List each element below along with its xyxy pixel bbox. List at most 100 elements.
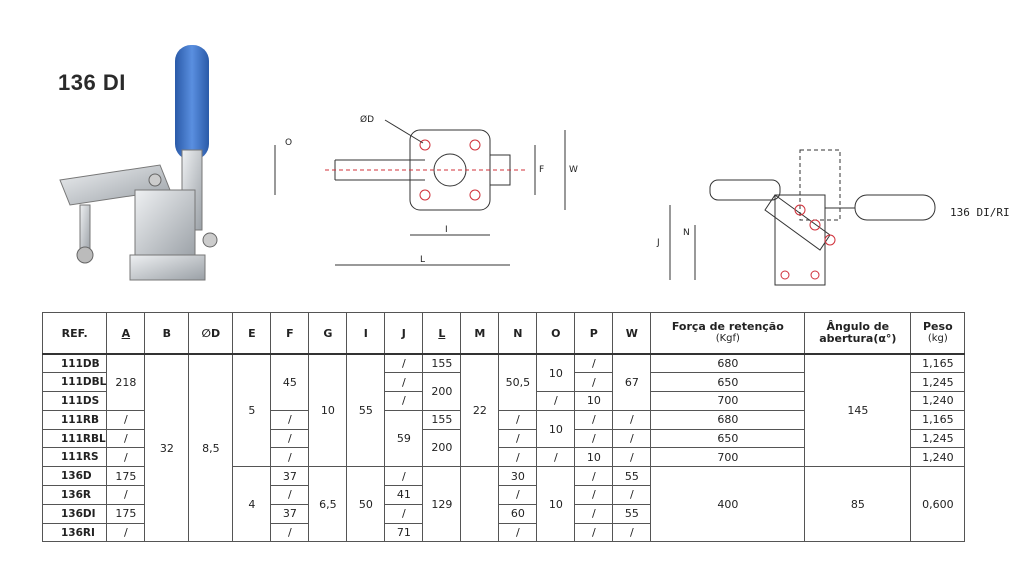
cell-n: / xyxy=(498,409,538,430)
cell-d: 8,5 xyxy=(188,353,234,543)
top-view-drawing: ØD O I L F W xyxy=(274,114,578,266)
cell-g: 10 xyxy=(308,353,348,468)
cell-n: / xyxy=(498,522,538,543)
cell-f: 45 xyxy=(270,353,310,411)
cell-peso: 1,240 xyxy=(910,391,966,411)
table-header-row: REF. A B ∅D E F G I J L M N O P W Força … xyxy=(41,312,966,355)
label-f: F xyxy=(539,165,544,175)
cell-w: 67 xyxy=(612,353,652,411)
cell-forca: 680 xyxy=(650,353,806,374)
cell-peso: 1,245 xyxy=(910,428,966,449)
cell-e: 5 xyxy=(232,353,272,468)
label-l: L xyxy=(420,255,425,265)
cell-f: / xyxy=(270,409,310,430)
cell-peso: 1,165 xyxy=(910,353,966,374)
cell-j: 41 xyxy=(384,485,424,505)
cell-n: / xyxy=(498,428,538,449)
cell-peso: 0,600 xyxy=(910,466,966,543)
side-view-drawing: J N xyxy=(656,149,936,286)
cell-a: 175 xyxy=(106,466,146,487)
cell-forca: 650 xyxy=(650,372,806,393)
cell-f: / xyxy=(270,522,310,543)
cell-ref: 136DI xyxy=(41,503,108,524)
header-forca-label: Força de retenção xyxy=(671,320,784,333)
cell-w: / xyxy=(612,447,652,468)
cell-angulo: 85 xyxy=(804,466,912,543)
table-row: 111DBL / 200 / 650 1,245 xyxy=(41,372,966,411)
cell-forca: 400 xyxy=(650,466,806,543)
cell-g: 6,5 xyxy=(308,466,348,543)
cell-ref: 111DBL xyxy=(41,372,108,393)
header-g: G xyxy=(308,312,348,355)
cell-w: / xyxy=(612,485,652,505)
cell-ref: 136D xyxy=(41,466,108,487)
cell-angulo: 145 xyxy=(804,353,912,468)
side-view-label: 136 DI/RI xyxy=(950,206,1010,219)
cell-j: 59 xyxy=(384,409,424,468)
cell-b: 32 xyxy=(144,353,190,543)
cell-forca: 700 xyxy=(650,391,806,411)
cell-l: 155 xyxy=(422,409,462,430)
header-d: ∅D xyxy=(188,312,234,355)
cell-j: / xyxy=(384,466,424,487)
cell-peso: 1,245 xyxy=(910,372,966,393)
table-row: 111RBL / / 200 / / / 650 1,245 xyxy=(41,428,966,468)
header-b: B xyxy=(144,312,190,355)
cell-m xyxy=(460,466,500,543)
header-ref: REF. xyxy=(41,312,108,355)
spec-table: REF. A B ∅D E F G I J L M N O P W Força … xyxy=(41,312,966,543)
label-d: ØD xyxy=(360,114,374,125)
cell-l: 200 xyxy=(422,372,462,411)
cell-l: 155 xyxy=(422,353,462,374)
cell-forca: 680 xyxy=(650,409,806,430)
cell-e: 4 xyxy=(232,466,272,543)
cell-ref: 111DB xyxy=(41,353,108,374)
cell-i: 50 xyxy=(346,466,386,543)
cell-w: / xyxy=(612,409,652,430)
cell-ref: 136R xyxy=(41,485,108,505)
cell-f: / xyxy=(270,447,310,468)
cell-f: / xyxy=(270,428,310,449)
label-i: I xyxy=(445,225,448,235)
cell-p: / xyxy=(574,372,614,393)
cell-p: / xyxy=(574,353,614,374)
cell-a: / xyxy=(106,485,146,505)
cell-n: 50,5 xyxy=(498,353,538,411)
cell-o: / xyxy=(536,447,576,468)
cell-f: / xyxy=(270,485,310,505)
cell-a: / xyxy=(106,428,146,449)
header-w: W xyxy=(612,312,652,355)
header-i: I xyxy=(346,312,386,355)
header-o: O xyxy=(536,312,576,355)
cell-j: / xyxy=(384,391,424,411)
cell-a: 218 xyxy=(106,353,146,411)
header-n: N xyxy=(498,312,538,355)
cell-j: / xyxy=(384,353,424,374)
cell-p: / xyxy=(574,522,614,543)
header-angulo-line1: Ângulo de xyxy=(826,320,890,333)
cell-n: / xyxy=(498,447,538,468)
cell-ref: 111RB xyxy=(41,409,108,430)
header-l: L xyxy=(422,312,462,355)
cell-p: 10 xyxy=(574,391,614,411)
header-p: P xyxy=(574,312,614,355)
header-peso-label: Peso xyxy=(923,320,953,333)
cell-p: / xyxy=(574,503,614,524)
header-angulo: Ângulo de abertura(α°) xyxy=(804,312,912,355)
table-row: 111RS / / / / 10 / 700 1,240 xyxy=(41,447,966,468)
header-j: J xyxy=(384,312,424,355)
header-forca: Força de retenção (Kgf) xyxy=(650,312,806,355)
cell-w: / xyxy=(612,428,652,449)
cell-f: 37 xyxy=(270,503,310,524)
cell-m: 22 xyxy=(460,353,500,468)
label-w: W xyxy=(569,165,578,175)
label-o: O xyxy=(285,138,292,148)
cell-a: / xyxy=(106,447,146,468)
cell-w: 55 xyxy=(612,503,652,524)
header-forca-unit: (Kgf) xyxy=(715,333,740,344)
cell-p: / xyxy=(574,409,614,430)
cell-n: / xyxy=(498,485,538,505)
cell-w: 55 xyxy=(612,466,652,487)
header-a: A xyxy=(106,312,146,355)
cell-a: / xyxy=(106,409,146,430)
